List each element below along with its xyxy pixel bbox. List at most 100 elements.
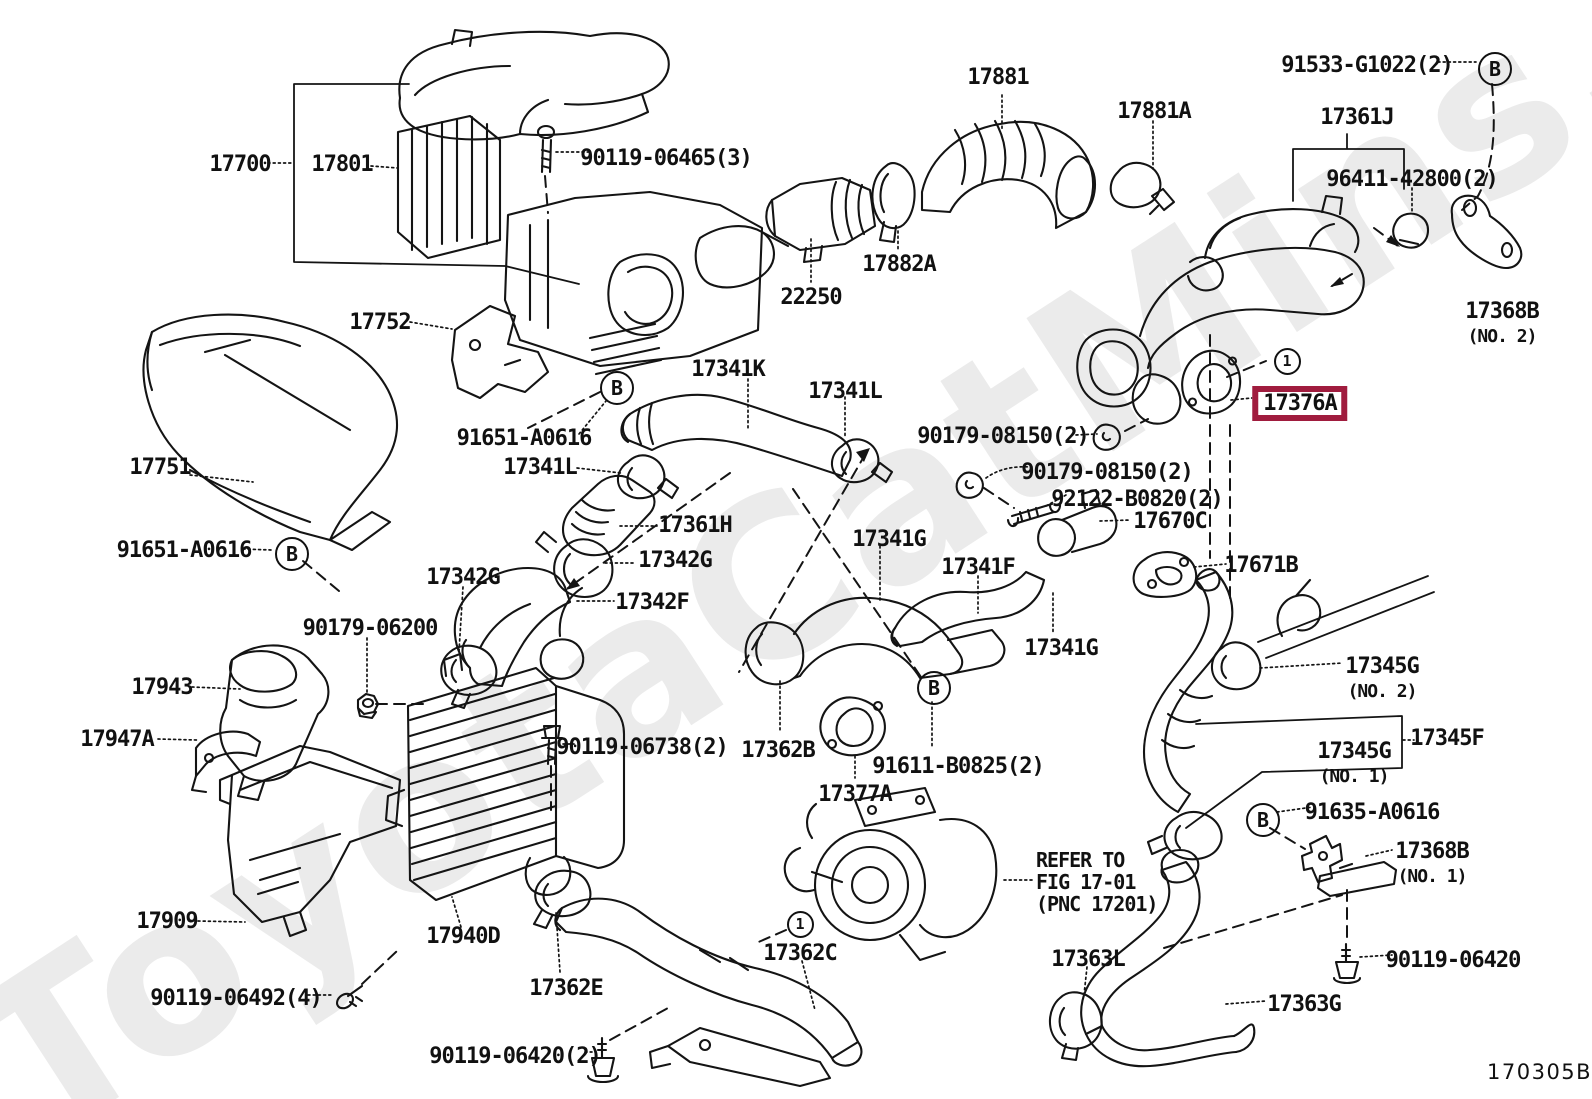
leader-lines — [157, 61, 1477, 1053]
part-stud-92122 — [1006, 502, 1062, 528]
part-label-sub-17368B-no1: (NO. 1) — [1397, 866, 1468, 887]
part-label-17751: 17751 — [129, 455, 191, 480]
callout-B-4: B — [1246, 803, 1280, 837]
part-gasket-17376A — [1181, 349, 1242, 415]
part-pipe-17362C — [554, 897, 863, 1088]
refer-note: REFER TO FIG 17-01 (PNC 17201) — [1036, 849, 1158, 916]
assembly-dashed-lines — [302, 83, 1495, 1041]
part-label-17700: 17700 — [209, 152, 271, 177]
part-label-17909: 17909 — [136, 909, 198, 934]
part-air-hose-17881 — [920, 119, 1097, 230]
part-label-17670C: 17670C — [1133, 509, 1207, 534]
part-label-17361H: 17361H — [658, 513, 732, 538]
part-label-90119-06738: 90119-06738(2) — [556, 735, 728, 760]
part-label-17342G-l: 17342G — [426, 565, 500, 590]
part-label-17801: 17801 — [311, 152, 373, 177]
part-label-sub-17345G-no2: (NO. 2) — [1347, 681, 1418, 702]
part-label-92122-B0820: 92122-B0820(2) — [1051, 487, 1223, 512]
part-label-17341G-r: 17341G — [1024, 636, 1098, 661]
part-bolt-90119-06420-right — [1332, 942, 1362, 985]
part-label-17341L-l: 17341L — [503, 455, 577, 480]
part-label-17361J: 17361J — [1320, 105, 1394, 130]
pointer-box-17345G — [1185, 575, 1435, 829]
part-air-cleaner-housing — [503, 190, 790, 376]
part-label-17342G-r: 17342G — [638, 548, 712, 573]
part-label-17376A: 17376A — [1252, 386, 1348, 422]
part-label-17345F: 17345F — [1410, 726, 1484, 751]
part-air-cleaner-cap — [398, 28, 670, 141]
part-clip-91635 — [1300, 834, 1344, 884]
part-label-17362B: 17362B — [741, 738, 815, 763]
part-label-91533-G1022: 91533-G1022(2) — [1281, 53, 1453, 78]
part-label-sub-17345G-no1: (NO. 1) — [1319, 766, 1390, 787]
part-label-90119-06465: 90119-06465(3) — [580, 146, 752, 171]
part-clamp-17882A — [871, 162, 916, 244]
refer-note-line: FIG 17-01 — [1036, 870, 1136, 894]
part-clamp-17881A — [1109, 161, 1176, 216]
part-label-90179-08150-1: 90179-08150(2) — [917, 424, 1089, 449]
part-label-sub-17368B-no2: (NO. 2) — [1467, 326, 1538, 347]
part-clamp-17345G-no1 — [1146, 810, 1223, 861]
part-label-91611-B0825: 91611-B0825(2) — [872, 754, 1044, 779]
part-intake-duct-17751 — [142, 313, 399, 552]
part-screw-90119-06420-bottom — [586, 1036, 620, 1084]
part-label-17345G-no2: 17345G — [1345, 654, 1419, 679]
part-label-91635-A0616: 91635-A0616 — [1304, 800, 1441, 825]
part-label-17341F: 17341F — [941, 555, 1015, 580]
doc-number: 170305B — [1487, 1060, 1592, 1084]
part-label-17671B: 17671B — [1224, 553, 1298, 578]
part-label-17882A: 17882A — [862, 252, 936, 277]
part-bolt-90119-06738 — [540, 724, 564, 766]
part-clamp-17363L — [1048, 991, 1103, 1062]
part-label-17341L-r: 17341L — [808, 379, 882, 404]
part-label-17940D: 17940D — [426, 924, 500, 949]
part-label-17363L: 17363L — [1051, 947, 1125, 972]
part-bracket-17947A — [190, 730, 262, 794]
part-turbocharger — [783, 786, 998, 962]
part-bolt-90119-06465 — [536, 125, 556, 174]
part-label-17947A: 17947A — [80, 727, 154, 752]
part-screw-90119-06492 — [336, 984, 364, 1010]
part-label-17881: 17881 — [967, 65, 1029, 90]
part-hose-17361H — [561, 474, 656, 557]
part-grommet-90179-a — [1092, 423, 1121, 451]
part-grommet-90179-b — [955, 471, 984, 499]
part-label-17341G-l: 17341G — [852, 527, 926, 552]
callout-B-1: B — [600, 371, 634, 405]
part-label-17368B-no1: 17368B — [1395, 839, 1469, 864]
part-hose-17345F — [1142, 568, 1234, 814]
callout-1-6: 1 — [786, 910, 814, 938]
callout-B-3: B — [917, 671, 951, 705]
part-clamp-17341L-left — [616, 454, 680, 500]
callout-1-5: 1 — [1273, 347, 1301, 375]
bracket-17361J-group — [1292, 133, 1405, 202]
part-label-96411-42800: 96411-42800(2) — [1326, 167, 1498, 192]
part-gasket-17671B — [1132, 551, 1198, 598]
part-wireform-17345G-no2 — [1276, 578, 1322, 638]
part-air-duct-17943 — [219, 644, 330, 802]
callout-B-2: B — [275, 537, 309, 571]
part-intake-pipe-17361J — [1076, 194, 1365, 425]
refer-note-line: (PNC 17201) — [1036, 892, 1158, 916]
part-nut-90179-06200 — [356, 692, 380, 720]
part-label-90179-08150-2: 90179-08150(2) — [1021, 460, 1193, 485]
part-airflow-meter-22250 — [765, 176, 877, 264]
part-label-17752: 17752 — [349, 310, 411, 335]
part-label-91651-A0616-r: 91651-A0616 — [456, 426, 593, 451]
bracket-17700-group — [293, 83, 580, 285]
part-label-90119-06492: 90119-06492(4) — [150, 986, 322, 1011]
part-label-91651-A0616-l: 91651-A0616 — [116, 538, 253, 563]
part-label-17341K: 17341K — [691, 357, 765, 382]
part-air-filter-element — [396, 114, 502, 260]
part-label-90119-06420-2: 90119-06420(2) — [429, 1044, 601, 1069]
part-hose-17363G — [1080, 848, 1256, 1068]
part-label-17362C: 17362C — [763, 941, 837, 966]
part-label-90119-06420-1: 90119-06420 — [1385, 948, 1522, 973]
dashed-arrowheads — [566, 235, 1400, 590]
part-clamp-17345G-no2 — [1210, 641, 1262, 691]
part-bracket-17752 — [450, 304, 550, 400]
part-label-17377A: 17377A — [818, 782, 892, 807]
